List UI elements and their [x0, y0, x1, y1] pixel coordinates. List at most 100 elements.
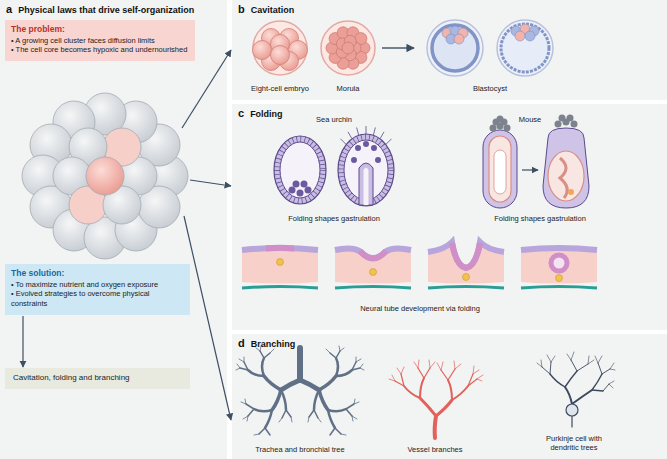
blastocyst	[427, 20, 553, 76]
eight-cell-embryo	[253, 21, 308, 75]
mouse-embryo	[489, 136, 511, 202]
caption-label: Trachea and bronchial tree	[235, 445, 365, 454]
panel-heading: Branching	[251, 339, 296, 349]
mouse-embryo	[522, 169, 538, 170]
mouse-embryo	[559, 115, 566, 122]
sea-urchin-embryo	[359, 163, 373, 205]
bullet-text: • Evolved strategies to overcome physica…	[11, 289, 184, 308]
caption-label: Blastocyst	[450, 84, 530, 93]
morula	[326, 27, 370, 69]
eight-cell-embryo	[271, 46, 290, 65]
cluster-arrow	[182, 50, 231, 420]
mouse-embryo	[555, 121, 562, 128]
bronchial-tree	[236, 346, 300, 435]
neural-tube-stage	[551, 255, 567, 271]
vessel-tree	[435, 416, 436, 438]
sea-urchin-embryo	[363, 141, 369, 147]
neural-tube-stage	[463, 274, 470, 281]
caption-label: Morula	[318, 84, 378, 93]
mouse-embryo	[504, 125, 511, 132]
panel-heading: Physical laws that drive self-organizati…	[18, 5, 194, 15]
bronchial-tree	[236, 346, 292, 435]
neural-tube-stage	[521, 248, 597, 250]
sea-urchin-embryo	[280, 142, 320, 198]
sea-urchin-embryo	[386, 139, 392, 145]
blastocyst	[525, 31, 535, 41]
sea-urchin-embryo	[351, 157, 357, 163]
mouse-embryo	[483, 115, 589, 209]
sea-urchin-embryo	[348, 132, 352, 139]
panel-background	[232, 0, 667, 100]
sea-urchin-embryo	[277, 139, 323, 201]
mouse-embryo	[555, 115, 578, 128]
caption-label: Folding shapes gastrulation	[269, 214, 399, 223]
blastocyst	[432, 25, 478, 71]
blastocyst	[442, 26, 468, 44]
cluster-arrow	[190, 180, 231, 186]
neural-tube-stage	[277, 259, 284, 266]
neural-tube-stage	[370, 269, 377, 276]
sea-urchin-embryo	[338, 134, 394, 206]
purkinje-cell	[537, 352, 615, 427]
purkinje-cell	[571, 416, 572, 427]
purkinje-cell	[537, 352, 615, 388]
cell-cluster	[86, 157, 124, 195]
blastocyst	[497, 20, 553, 76]
caption-label: Vessel branches	[390, 445, 480, 454]
cluster-arrow	[184, 216, 231, 420]
purkinje-cell	[550, 371, 603, 391]
cluster-arrow	[182, 50, 231, 128]
mouse-embryo	[568, 189, 574, 195]
panel-header: a Physical laws that drive self-organizat…	[0, 0, 227, 18]
neural-tube-stage	[521, 248, 597, 284]
caption-label: Folding shapes gastrulation	[475, 214, 605, 223]
neural-tube-stage	[428, 287, 504, 289]
sea-urchin-embryo	[373, 128, 375, 136]
neural-tube-stage	[335, 248, 411, 283]
caption-label: Sea urchin	[299, 115, 369, 124]
mouse-embryo	[567, 115, 574, 122]
bronchial-tree	[297, 348, 303, 380]
purkinje-cell	[565, 387, 592, 404]
mouse-embryo	[490, 125, 497, 132]
neural-tube-stage	[360, 251, 386, 259]
panel-background	[232, 104, 667, 330]
sea-urchin-embryo	[364, 168, 369, 206]
neural-tube-stage	[242, 287, 318, 289]
caption-label: Mouse	[505, 115, 555, 124]
sea-urchin-embryo	[341, 126, 392, 145]
mouse-embryo	[548, 151, 584, 201]
box-text: Cavitation, folding and branching	[13, 373, 182, 383]
neural-tube-stage	[428, 242, 504, 284]
mouse-embryo	[560, 158, 567, 198]
mouse-embryo	[483, 130, 517, 208]
stage-arrow	[382, 48, 414, 49]
panel-letter: a	[6, 3, 12, 15]
eight-cell-embryo	[253, 41, 272, 60]
bronchial-tree	[264, 376, 281, 410]
bullet-text: • The cell core becomes hypoxic and unde…	[11, 45, 189, 54]
cell-cluster	[22, 93, 188, 259]
sea-urchin-embryo	[375, 157, 381, 163]
blastocyst	[515, 31, 525, 41]
panel-letter: b	[238, 3, 245, 15]
sea-urchin-embryo	[341, 139, 347, 145]
bronchial-tree	[281, 380, 300, 390]
neural-tube-stage	[242, 242, 597, 288]
neural-tube-stage	[335, 287, 411, 289]
vessel-tree	[404, 378, 468, 400]
vessel-tree	[389, 360, 483, 381]
neural-tube-stage	[242, 248, 318, 284]
neural-tube-stage	[428, 242, 504, 268]
mouse-embryo	[490, 116, 511, 132]
panel-header: cFolding	[232, 104, 667, 122]
neural-tube-stage	[242, 248, 318, 250]
vessel-tree	[395, 368, 477, 386]
sea-urchin-embryo	[355, 145, 361, 151]
sea-urchin-embryo	[380, 132, 384, 139]
neural-tube-stage	[452, 243, 480, 268]
neural-tube-stage	[335, 248, 411, 258]
morula	[321, 21, 375, 75]
